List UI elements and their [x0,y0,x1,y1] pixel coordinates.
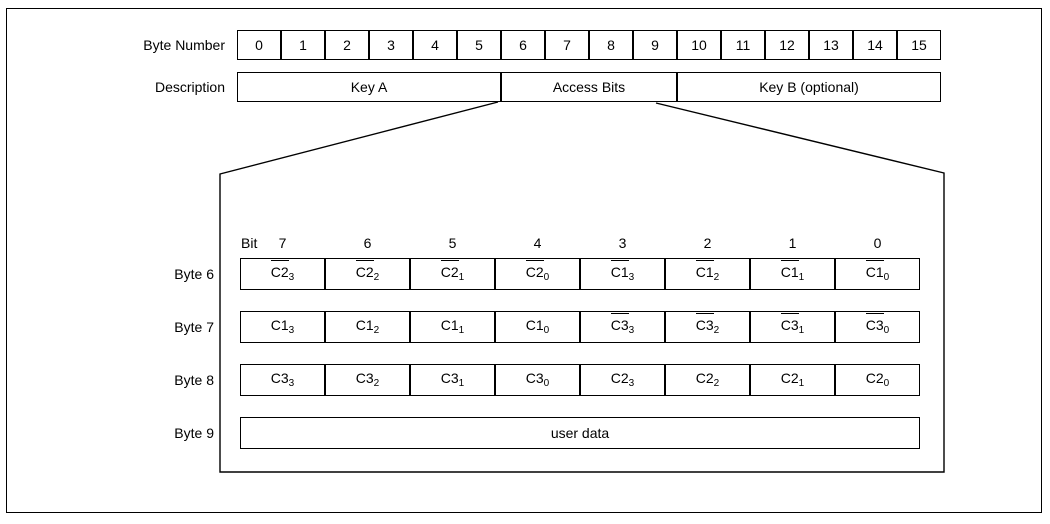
access-bit-cell: C30 [495,364,580,396]
description-cell: Access Bits [501,72,677,102]
access-bit-cell: C11 [410,311,495,343]
bit-number-label: 2 [703,235,712,251]
byte-number-cell: 13 [809,30,853,60]
detail-row-label-byte-6: Byte 6 [174,266,214,282]
user-data-cell: user data [240,417,920,449]
access-bit-cell: C32 [325,364,410,396]
access-bit-cell: C32 [665,311,750,343]
figure-border [6,8,1042,513]
top-table-label-description: Description [154,79,225,95]
access-bit-cell: C10 [835,258,920,290]
access-bit-cell: C12 [665,258,750,290]
access-bit-cell: C20 [495,258,580,290]
detail-row-label-byte-9: Byte 9 [174,425,214,441]
detail-row-label-byte-7: Byte 7 [174,319,214,335]
byte-number-cell: 0 [237,30,281,60]
access-bit-cell: C22 [325,258,410,290]
access-bit-cell: C11 [750,258,835,290]
byte-number-cell: 7 [545,30,589,60]
access-bit-cell: C20 [835,364,920,396]
byte-number-cell: 14 [853,30,897,60]
description-cell: Key B (optional) [677,72,941,102]
access-bit-cell: C33 [240,364,325,396]
byte-number-cell: 1 [281,30,325,60]
access-bit-cell: C23 [580,364,665,396]
byte-number-cell: 12 [765,30,809,60]
byte-number-cell: 5 [457,30,501,60]
access-bit-cell: C31 [410,364,495,396]
byte-number-cell: 4 [413,30,457,60]
bit-number-label: 0 [873,235,882,251]
description-cell: Key A [237,72,501,102]
byte-number-cell: 3 [369,30,413,60]
access-bit-cell: C21 [750,364,835,396]
access-bit-cell: C22 [665,364,750,396]
byte-number-cell: 8 [589,30,633,60]
bit-number-label: 3 [618,235,627,251]
bit-number-label: 5 [448,235,457,251]
byte-number-cell: 11 [721,30,765,60]
access-bit-cell: C30 [835,311,920,343]
bit-number-label: 4 [533,235,542,251]
access-bit-cell: C23 [240,258,325,290]
access-bit-cell: C13 [240,311,325,343]
bit-number-label: 1 [788,235,797,251]
byte-number-cell: 6 [501,30,545,60]
byte-number-cell: 2 [325,30,369,60]
access-bit-cell: C13 [580,258,665,290]
access-bit-cell: C21 [410,258,495,290]
bit-number-label: 7 [278,235,287,251]
access-bit-cell: C12 [325,311,410,343]
byte-number-cell: 9 [633,30,677,60]
detail-row-label-byte-8: Byte 8 [174,372,214,388]
bit-number-label: 6 [363,235,372,251]
access-bit-cell: C10 [495,311,580,343]
top-table-label-byte-number: Byte Number [143,37,225,53]
byte-number-cell: 10 [677,30,721,60]
byte-number-cell: 15 [897,30,941,60]
bit-axis-label: Bit [241,235,258,251]
access-bit-cell: C31 [750,311,835,343]
access-bit-cell: C33 [580,311,665,343]
